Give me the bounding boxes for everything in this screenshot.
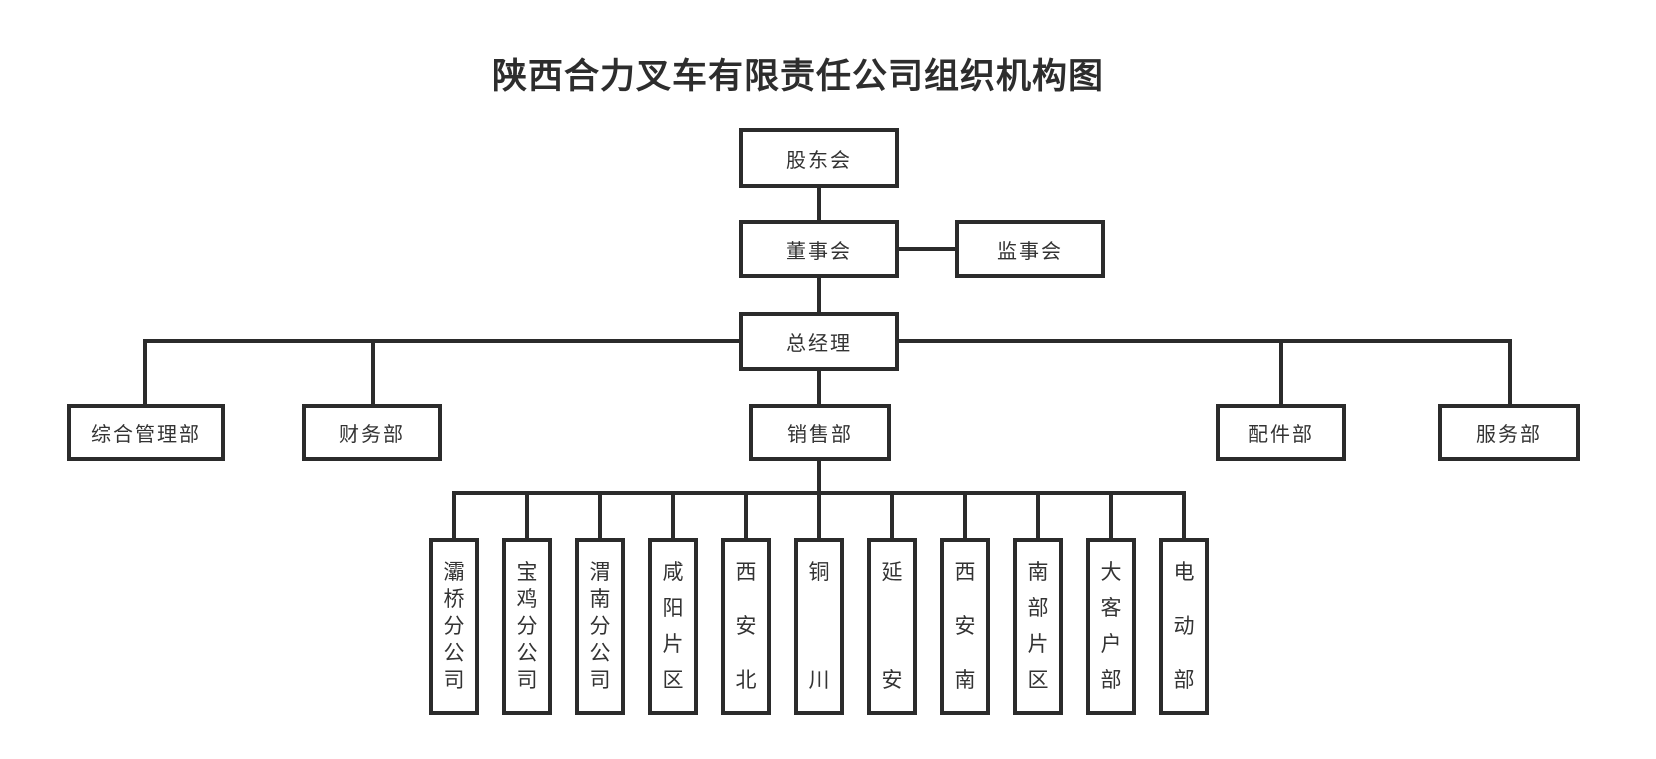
org-node-dept-finance: 财务部	[302, 404, 442, 461]
connector-line	[1182, 491, 1186, 540]
connector-line	[143, 339, 741, 343]
vertical-char: 分	[589, 614, 611, 638]
vertical-char: 区	[1027, 668, 1049, 692]
org-node-label: 监事会	[997, 238, 1063, 263]
vertical-char: 司	[516, 668, 538, 692]
vertical-char: 大	[1100, 560, 1122, 584]
vertical-char: 公	[443, 641, 465, 665]
connector-line	[744, 491, 748, 540]
vertical-char: 客	[1100, 596, 1122, 620]
vertical-char: 户	[1100, 632, 1122, 656]
connector-line	[817, 369, 821, 406]
connector-line	[143, 339, 147, 406]
org-node-board: 董事会	[739, 220, 899, 278]
vertical-char: 渭	[589, 560, 611, 584]
org-node-label: 综合管理部	[91, 422, 201, 446]
vertical-char: 鸡	[516, 587, 538, 611]
vertical-char: 铜	[808, 560, 830, 584]
connector-line	[817, 274, 821, 314]
org-node-label: 配件部	[1248, 422, 1314, 446]
org-node-dept-parts: 配件部	[1216, 404, 1346, 461]
vertical-char: 部	[1027, 596, 1049, 620]
vertical-char: 分	[443, 614, 465, 638]
connector-line	[817, 186, 821, 224]
vertical-char: 川	[808, 668, 830, 692]
org-node-branch-electric: 电动部	[1159, 538, 1209, 715]
org-node-branch-south-district: 南部片区	[1013, 538, 1063, 715]
org-node-label: 股东会	[786, 147, 852, 172]
connector-line	[890, 491, 894, 540]
org-node-label: 总经理	[786, 331, 852, 355]
connector-line	[1279, 339, 1283, 406]
vertical-char: 西	[735, 560, 757, 584]
org-node-shareholders: 股东会	[739, 128, 899, 188]
org-node-branch-baoji: 宝鸡分公司	[502, 538, 552, 715]
vertical-char: 安	[881, 668, 903, 692]
vertical-char: 部	[1173, 668, 1195, 692]
vertical-char: 部	[1100, 668, 1122, 692]
connector-line	[817, 491, 821, 540]
vertical-char: 分	[516, 614, 538, 638]
org-node-label: 财务部	[339, 422, 405, 446]
connector-line	[963, 491, 967, 540]
vertical-char: 片	[662, 632, 684, 656]
org-node-general-manager: 总经理	[739, 312, 899, 371]
vertical-char: 北	[735, 668, 757, 692]
org-node-dept-sales: 销售部	[749, 404, 891, 461]
vertical-char: 宝	[516, 560, 538, 584]
vertical-char: 安	[735, 614, 757, 638]
vertical-char: 司	[443, 668, 465, 692]
org-node-branch-tongchuan: 铜川	[794, 538, 844, 715]
vertical-char: 区	[662, 668, 684, 692]
connector-line	[817, 459, 821, 495]
vertical-char: 延	[881, 560, 903, 584]
org-node-branch-xian-north: 西安北	[721, 538, 771, 715]
vertical-char: 南	[1027, 560, 1049, 584]
org-node-branch-weinan: 渭南分公司	[575, 538, 625, 715]
org-node-supervisory: 监事会	[955, 220, 1105, 278]
org-node-branch-key-accounts: 大客户部	[1086, 538, 1136, 715]
org-node-label: 销售部	[787, 422, 853, 446]
connector-line	[1036, 491, 1040, 540]
chart-title: 陕西合力叉车有限责任公司组织机构图	[491, 57, 1104, 96]
org-node-label: 董事会	[786, 238, 852, 263]
org-node-dept-service: 服务部	[1438, 404, 1580, 461]
connector-line	[452, 491, 456, 540]
vertical-char: 公	[589, 641, 611, 665]
vertical-char: 灞	[443, 560, 465, 584]
vertical-char: 南	[589, 587, 611, 611]
vertical-char: 电	[1173, 560, 1195, 584]
vertical-char: 片	[1027, 632, 1049, 656]
connector-line	[671, 491, 675, 540]
vertical-char: 咸	[662, 560, 684, 584]
vertical-char: 动	[1173, 614, 1195, 638]
vertical-char: 南	[954, 668, 976, 692]
org-node-dept-general-management: 综合管理部	[67, 404, 225, 461]
connector-line	[598, 491, 602, 540]
vertical-char: 桥	[443, 587, 465, 611]
vertical-char: 阳	[662, 596, 684, 620]
vertical-char: 公	[516, 641, 538, 665]
vertical-char: 安	[954, 614, 976, 638]
connector-line	[371, 339, 375, 406]
org-node-label: 服务部	[1476, 422, 1542, 446]
connector-line	[525, 491, 529, 540]
connector-line	[1508, 339, 1512, 406]
connector-line	[897, 247, 957, 251]
org-node-branch-baqiao: 灞桥分公司	[429, 538, 479, 715]
connector-line	[897, 339, 1512, 343]
vertical-char: 司	[589, 668, 611, 692]
org-node-branch-xian-south: 西安南	[940, 538, 990, 715]
connector-line	[1109, 491, 1113, 540]
vertical-char: 西	[954, 560, 976, 584]
org-node-branch-xianyang: 咸阳片区	[648, 538, 698, 715]
org-node-branch-yanan: 延安	[867, 538, 917, 715]
